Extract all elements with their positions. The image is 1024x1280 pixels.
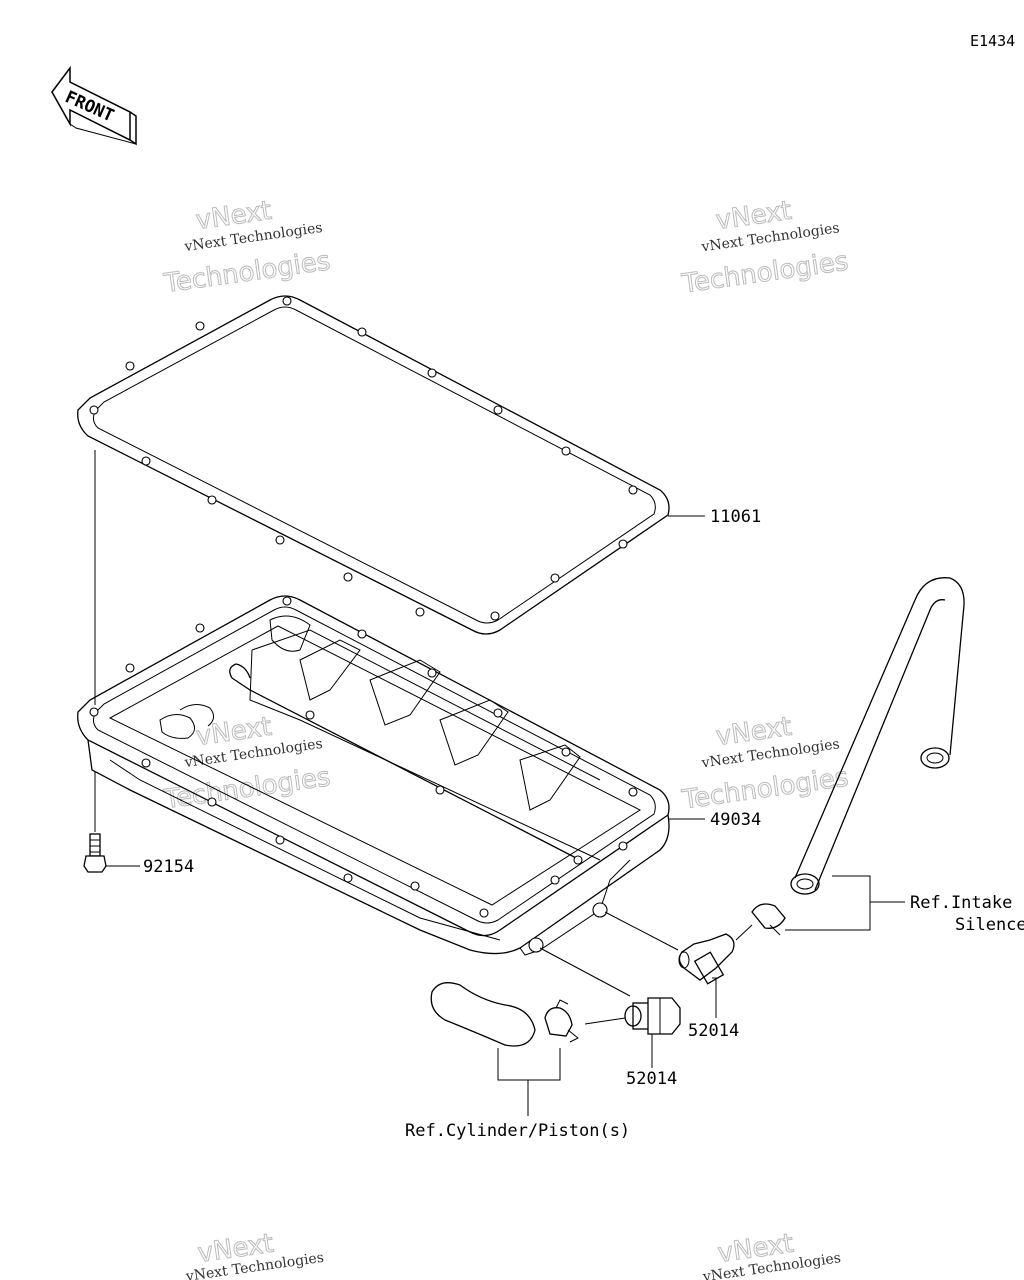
breather-hose-left (430, 982, 536, 1047)
leader-straight-in (539, 947, 631, 997)
flange-bolt (83, 833, 107, 873)
straight-fitting (624, 997, 681, 1035)
hose-clamp-right (751, 903, 786, 936)
part-number-92154: 92154 (143, 857, 194, 877)
watermark-bottom-left: vNext vNext Technologies (184, 1228, 325, 1280)
ref-intake-line1: Ref.Intake (910, 893, 1012, 913)
diagram-code: E1434 (970, 32, 1015, 50)
watermark-bottom-right: vNext vNext Technologies (701, 1228, 842, 1280)
watermark-top-right: vNext vNext Technologies Technologies (679, 195, 851, 300)
oil-pan-gasket (77, 295, 670, 635)
elbow-fitting (678, 933, 735, 985)
watermark-top-left: vNext vNext Technologies Technologies (161, 195, 333, 299)
part-number-49034: 49034 (710, 810, 761, 830)
ref-intake-line2: Silence (955, 915, 1024, 935)
part-number-52014-upper: 52014 (688, 1021, 739, 1041)
oil-pan (77, 595, 670, 956)
leader-clamp-left (584, 1017, 626, 1025)
ref-cylinder-piston: Ref.Cylinder/Piston(s) (405, 1121, 630, 1141)
leader-elbow-to-clamp (735, 924, 753, 941)
breather-hose-right (790, 577, 965, 895)
watermark-mid-right: vNext vNext Technologies Technologies (679, 711, 851, 816)
leader-52014-upper (712, 977, 717, 1018)
part-number-11061: 11061 (710, 507, 761, 527)
part-number-52014-lower: 52014 (626, 1069, 677, 1089)
hose-clamp-left (544, 999, 579, 1043)
leader-elbow-in (604, 911, 679, 951)
bracket-cylinder (497, 1048, 561, 1081)
bracket-intake (785, 875, 871, 931)
front-arrow-icon: FRONT (51, 65, 137, 146)
watermark-mid-left: vNext vNext Technologies Technologies (161, 711, 333, 815)
